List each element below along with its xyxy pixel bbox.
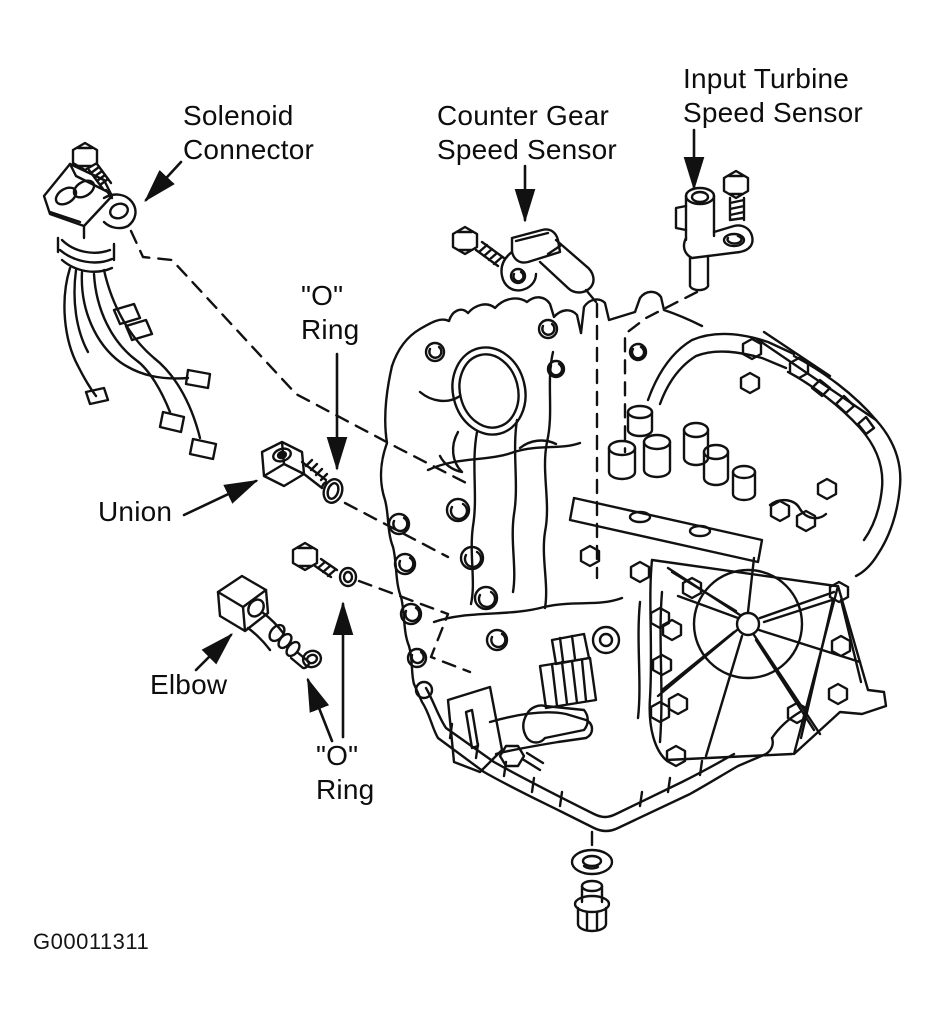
callout-line: Counter Gear	[437, 100, 610, 131]
o-ring-elbow-upper	[338, 566, 358, 588]
arrow-o-ring-lower-a	[306, 677, 334, 743]
leader-lines	[129, 229, 699, 852]
callout-line: Connector	[183, 134, 314, 165]
case-bolt-heads	[579, 337, 852, 768]
callout-line: Union	[98, 496, 173, 527]
callout-input-turbine-speed-sensor: Input Turbine Speed Sensor	[683, 62, 863, 130]
leader-union-oring	[343, 501, 450, 559]
callout-union: Union	[98, 495, 172, 529]
callout-arrows	[144, 128, 705, 743]
callout-line: "O"	[301, 280, 344, 311]
callout-line: Solenoid	[183, 100, 294, 131]
elbow-part	[216, 574, 311, 670]
callout-line: Speed Sensor	[437, 134, 617, 165]
figure-code: G00011311	[33, 929, 150, 954]
o-ring-elbow-lower	[301, 649, 323, 669]
callout-counter-gear-speed-sensor: Counter Gear Speed Sensor	[437, 99, 617, 167]
callout-line: Elbow	[150, 669, 228, 700]
callout-line: Ring	[301, 314, 360, 345]
callout-line: Ring	[316, 774, 375, 805]
elbow-bolt-part	[291, 541, 339, 579]
callout-o-ring-lower: "O" Ring	[316, 739, 374, 807]
solenoid-connector-part	[42, 141, 218, 461]
leader-counter-gear-solid	[584, 288, 598, 304]
drain-plug-washer	[570, 848, 614, 933]
callout-line: Input Turbine	[683, 63, 850, 94]
transmission-case-drawing	[379, 290, 902, 833]
arrow-elbow	[194, 633, 233, 672]
leader-solenoid	[129, 229, 474, 488]
callout-o-ring-upper: "O" Ring	[301, 279, 359, 347]
arrow-union	[182, 479, 259, 517]
callout-solenoid-connector: Solenoid Connector	[183, 99, 314, 167]
union-part	[260, 440, 329, 490]
leader-elbow-orings	[357, 579, 472, 674]
o-ring-union	[322, 478, 344, 504]
arrow-solenoid-connector	[144, 160, 183, 202]
counter-gear-speed-sensor-part	[451, 225, 595, 294]
input-turbine-speed-sensor-part	[674, 169, 754, 292]
callout-line: Speed Sensor	[683, 97, 863, 128]
callout-elbow: Elbow	[150, 668, 227, 702]
callout-line: "O"	[316, 740, 359, 771]
leader-input-turbine	[623, 290, 699, 454]
